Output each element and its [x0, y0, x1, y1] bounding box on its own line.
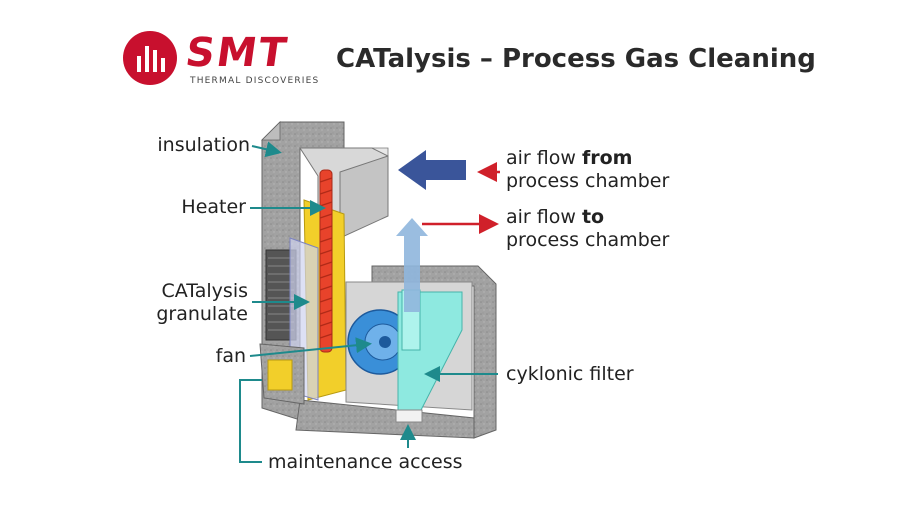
label-airflow-to-prefix: air flow [506, 206, 582, 228]
smt-logo: SMT THERMAL DISCOVERIES [120, 26, 320, 92]
fan [347, 309, 413, 375]
label-airflow-from-line2: process chamber [506, 170, 670, 192]
heater-element [319, 169, 333, 353]
logo-tagline: THERMAL DISCOVERIES [190, 76, 320, 86]
page-title: CATalysis – Process Gas Cleaning [336, 44, 816, 74]
logo-mark-icon [123, 31, 177, 85]
label-catalysis-line1: CATalysis [161, 280, 249, 302]
airflow-in-arrow [398, 150, 466, 190]
label-cyklonic-filter: cyklonic filter [506, 363, 634, 385]
label-airflow-from: air flow from process chamber [506, 147, 669, 193]
fan-leader [249, 337, 372, 357]
label-maintenance-access: maintenance access [268, 451, 463, 473]
label-heater: Heater [181, 196, 246, 218]
label-airflow-to: air flow to process chamber [506, 206, 669, 252]
insulation-leader [251, 141, 282, 158]
airflow-out-arrow [396, 218, 428, 312]
label-airflow-from-prefix: air flow [506, 147, 582, 169]
label-catalysis-line2: granulate [156, 303, 248, 325]
label-airflow-from-bold: from [581, 147, 633, 169]
maintenance-opening [395, 409, 423, 423]
maintenance-bracket [239, 379, 262, 463]
label-airflow-to-bold: to [581, 206, 605, 228]
label-catalysis-granulate: CATalysis granulate [130, 280, 248, 326]
label-airflow-to-line2: process chamber [506, 229, 670, 251]
label-insulation: insulation [157, 134, 250, 156]
label-fan: fan [215, 345, 246, 367]
